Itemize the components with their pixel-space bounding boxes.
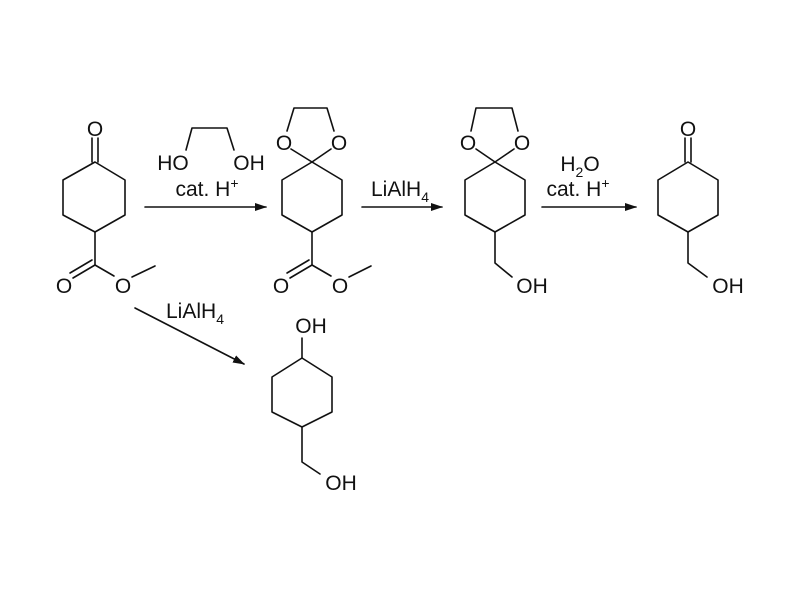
molecule-ketal-alcohol: O O OH bbox=[460, 107, 548, 298]
ketone-oxygen: O bbox=[680, 118, 696, 141]
step1-reagents: HO OH cat. H+ bbox=[157, 127, 265, 201]
hydroxyl-group: OH bbox=[516, 275, 548, 298]
molecule-keto-ester: O O O bbox=[56, 118, 156, 298]
diol-oh: OH bbox=[233, 152, 265, 175]
ethylene-glycol-bonds bbox=[185, 127, 235, 151]
ring-hydroxyl: OH bbox=[295, 315, 327, 338]
step3-catalyst: cat. H+ bbox=[546, 175, 609, 201]
direct-reagent: LiAlH4 bbox=[166, 300, 224, 327]
ketal-oxygen-left: O bbox=[276, 132, 292, 155]
hydroxymethyl-hydroxyl: OH bbox=[325, 472, 357, 495]
step1-catalyst: cat. H+ bbox=[175, 175, 238, 201]
step3-water: H2O bbox=[560, 153, 599, 180]
ester-oxygen: O bbox=[332, 275, 348, 298]
ketone-oxygen: O bbox=[87, 118, 103, 141]
ester-oxygen: O bbox=[115, 275, 131, 298]
molecule-ketal-ester: O O O O bbox=[273, 107, 372, 298]
carbonyl-oxygen: O bbox=[56, 275, 72, 298]
hydroxyl-group: OH bbox=[712, 275, 744, 298]
arrow-direct-reduction bbox=[134, 307, 245, 365]
molecule-diol: OH OH bbox=[271, 315, 357, 495]
carbonyl-oxygen: O bbox=[273, 275, 289, 298]
step2-reagent: LiAlH4 bbox=[371, 178, 429, 205]
molecule-keto-alcohol: O OH bbox=[657, 118, 744, 298]
ketal-oxygen-right: O bbox=[514, 132, 530, 155]
ketal-oxygen-left: O bbox=[460, 132, 476, 155]
ketal-oxygen-right: O bbox=[331, 132, 347, 155]
diol-ho: HO bbox=[157, 152, 189, 175]
